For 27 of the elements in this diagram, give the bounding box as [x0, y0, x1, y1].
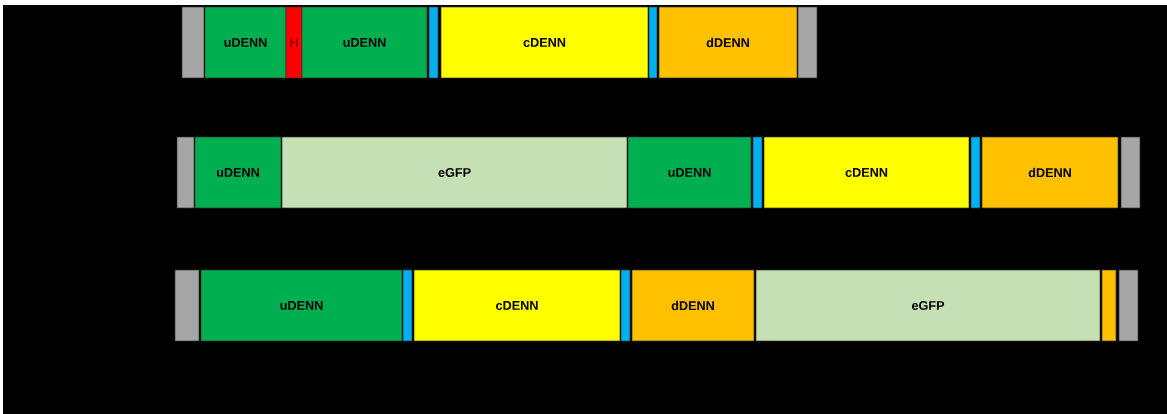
- terminal-segment: [174, 269, 200, 342]
- domain-segment: uDENN: [194, 136, 282, 209]
- linker-segment: [620, 269, 631, 342]
- linker-segment: [428, 6, 439, 79]
- domain-segment: dDENN: [658, 6, 798, 79]
- domain-segment: cDENN: [440, 6, 649, 79]
- terminal-segment: [1120, 136, 1141, 209]
- domain-segment: dDENN: [981, 136, 1119, 209]
- terminal-segment: [176, 136, 195, 209]
- domain-segment: uDENN: [204, 6, 287, 79]
- tag-segment: eGFP: [281, 136, 628, 209]
- domain-segment: uDENN: [301, 6, 428, 79]
- domain-segment: cDENN: [413, 269, 621, 342]
- linker-segment: [648, 6, 658, 79]
- terminal-segment: [1118, 269, 1139, 342]
- terminal-segment: [797, 6, 818, 79]
- domain-segment: uDENN: [627, 136, 752, 209]
- domain-segment: H: [285, 6, 303, 79]
- terminal-segment: [181, 6, 205, 79]
- domain-segment: cDENN: [763, 136, 970, 209]
- tag-segment: eGFP: [755, 269, 1101, 342]
- domain-segment: uDENN: [200, 269, 403, 342]
- linker-segment: [402, 269, 413, 342]
- linker-segment: [752, 136, 763, 209]
- domain-segment: dDENN: [631, 269, 755, 342]
- domain-segment: [1101, 269, 1117, 342]
- linker-segment: [970, 136, 981, 209]
